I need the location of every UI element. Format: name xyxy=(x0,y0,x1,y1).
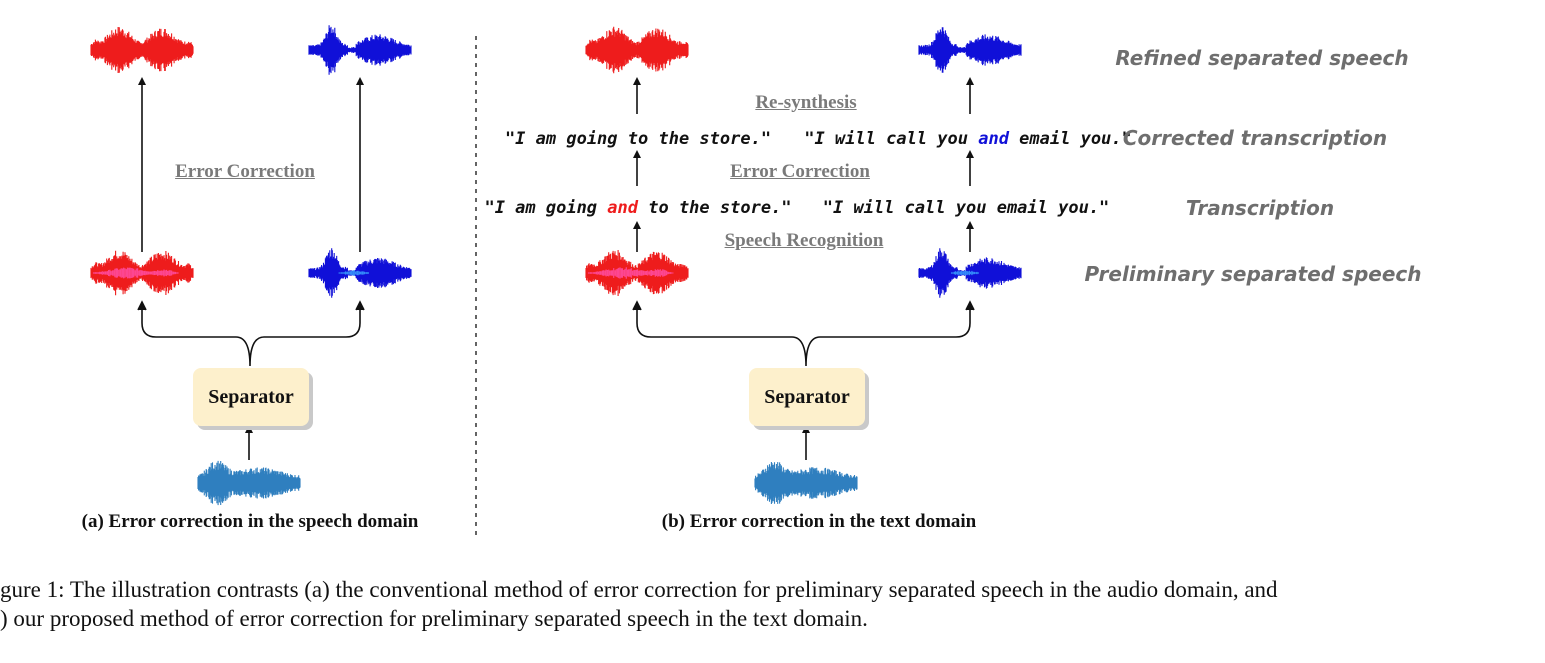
error-correction-label-a: Error Correction xyxy=(175,161,315,182)
row-label-refined: Refined separated speech xyxy=(1115,46,1409,70)
speech-recognition-label: Speech Recognition xyxy=(724,230,884,251)
figure-caption-line-1: gure 1: The illustration contrasts (a) t… xyxy=(0,577,1278,602)
row-label-preliminary: Preliminary separated speech xyxy=(1084,262,1422,286)
brace-connector-icon-a-left-head xyxy=(137,300,147,311)
brace-connector-icon-a-right-head xyxy=(355,300,365,311)
separator-box-b: Separator xyxy=(749,368,865,426)
brace-connector-icon-b xyxy=(636,302,971,367)
row-label-corrected: Corrected transcription xyxy=(1122,126,1388,150)
waveform-icon-mixture-b xyxy=(754,462,858,504)
waveform-icon-preliminary-b-left xyxy=(585,250,689,296)
waveform-icon-preliminary-b-right xyxy=(918,248,1022,298)
corrected-right-highlight: and xyxy=(978,129,1009,149)
corrected-transcription-right: "I will call you and email you." xyxy=(804,129,1132,149)
brace-connector-icon-b-left-head xyxy=(632,300,642,311)
resynthesis-label: Re-synthesis xyxy=(755,92,857,113)
error-correction-label-b: Error Correction xyxy=(730,161,870,182)
brace-connector-icon-b-right-head xyxy=(965,300,975,311)
waveform-icon-refined-a-left xyxy=(90,27,194,73)
waveform-icon-mixture-a xyxy=(197,460,301,506)
waveform-icon-preliminary-a-left xyxy=(90,250,194,296)
transcription-left-before: "I am going xyxy=(484,198,608,218)
corrected-right-before: "I will call you xyxy=(804,129,979,149)
transcription-left: "I am going and to the store." xyxy=(484,198,791,218)
waveform-icon-refined-b-left xyxy=(585,26,689,74)
waveform-icon-refined-a-right xyxy=(308,25,412,75)
transcription-right: "I will call you email you." xyxy=(822,198,1110,218)
corrected-right-after: email you." xyxy=(1008,129,1132,149)
brace-connector-icon-a xyxy=(141,302,361,367)
separator-box-a: Separator xyxy=(193,368,309,426)
waveform-icon-refined-b-right xyxy=(918,27,1022,73)
waveform-icon-preliminary-a-right xyxy=(308,248,412,298)
transcription-left-after: to the store." xyxy=(638,198,792,218)
row-label-transcription: Transcription xyxy=(1185,196,1335,220)
figure-caption-line-2: ) our proposed method of error correctio… xyxy=(0,606,868,631)
transcription-left-highlight: and xyxy=(607,198,639,218)
corrected-transcription-left: "I am going to the store." xyxy=(504,129,772,149)
subcaption-a: (a) Error correction in the speech domai… xyxy=(81,511,419,532)
subcaption-b: (b) Error correction in the text domain xyxy=(661,511,977,532)
